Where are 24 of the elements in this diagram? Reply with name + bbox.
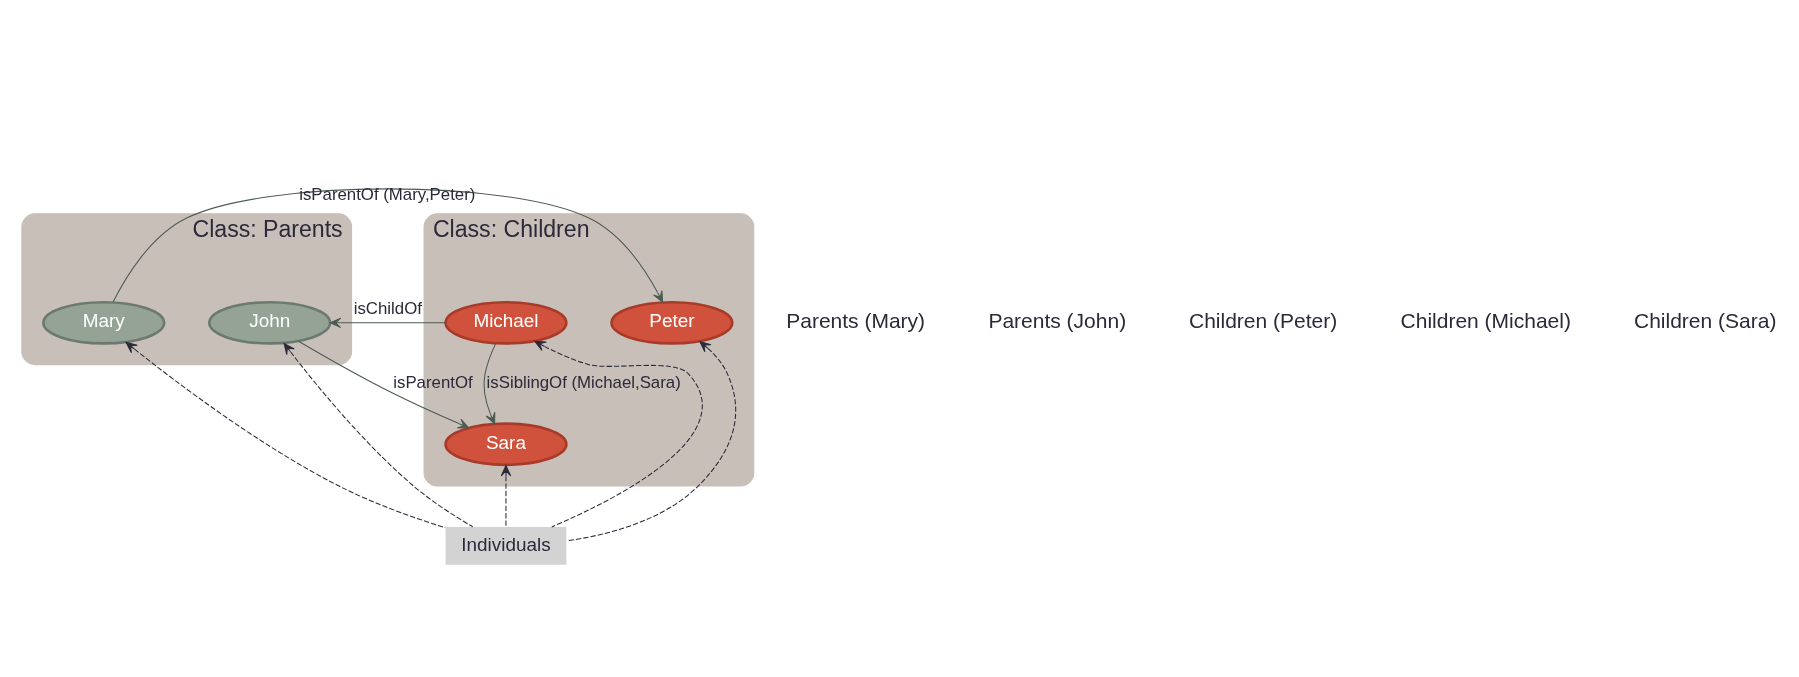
arrow (483, 342, 497, 425)
node-box: Individuals (445, 527, 567, 565)
arrow (500, 464, 512, 528)
label: Parents (Mary) (786, 309, 926, 333)
arrow (566, 340, 737, 542)
arrow (125, 341, 446, 529)
label: Children (Michael) (1400, 309, 1571, 333)
arrow (112, 188, 664, 303)
node-ellipse: Sara (444, 422, 568, 467)
arrow (534, 340, 703, 528)
node-ellipse: Mary (42, 300, 166, 345)
node-ellipse: Peter (610, 300, 734, 345)
edge-label: isChildOf (353, 299, 422, 319)
label: Children (Peter) (1188, 309, 1338, 333)
label: Children (Sara) (1634, 309, 1777, 333)
arrow (298, 340, 470, 429)
edge-label: isSiblingOf (Michael,Sara) (486, 372, 681, 392)
arrow (329, 317, 447, 329)
edge-label: isParentOf (Mary,Peter) (299, 184, 476, 204)
label: Parents (John) (988, 309, 1127, 333)
arrow (283, 342, 474, 528)
node-ellipse: Michael (444, 300, 568, 345)
node-ellipse: John (208, 300, 332, 345)
edge-label: isParentOf (393, 372, 473, 392)
